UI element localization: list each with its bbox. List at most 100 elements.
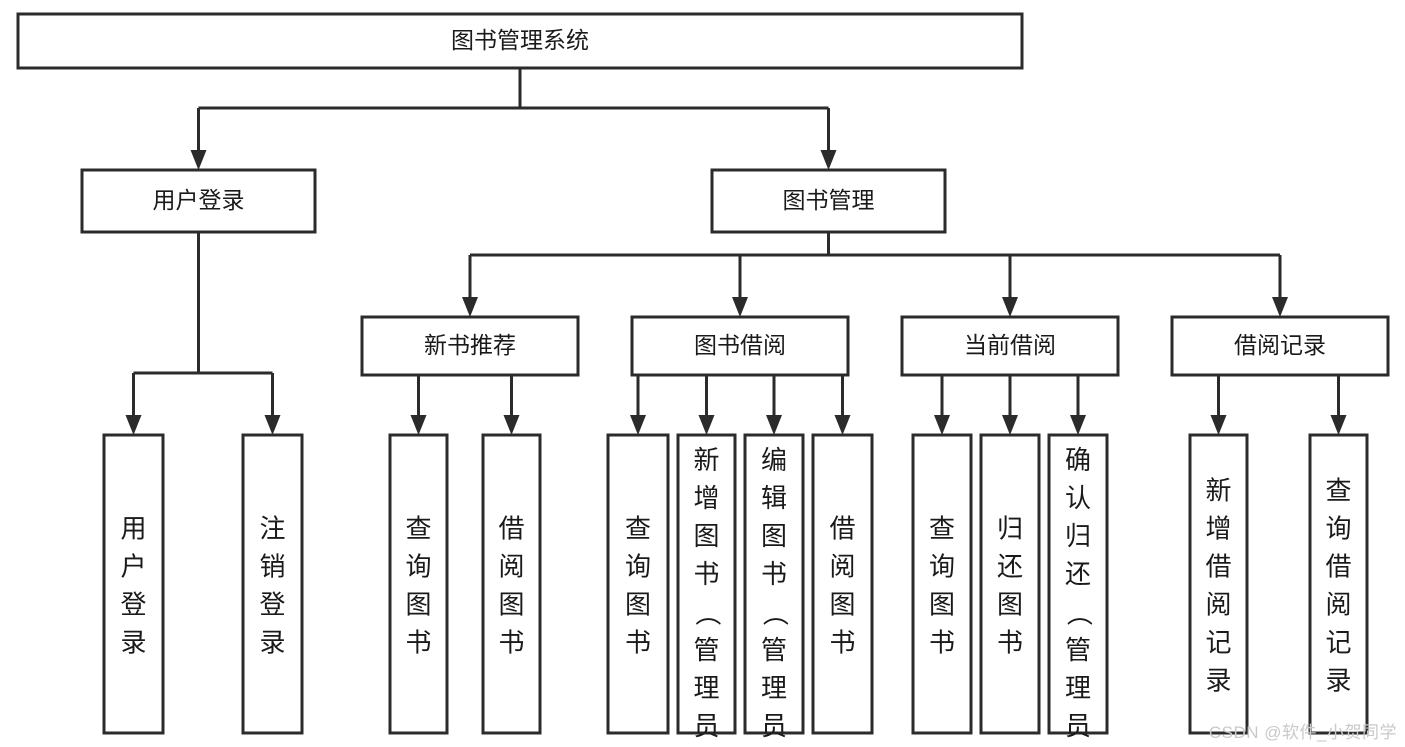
edge-group-bookmgmt xyxy=(462,232,1288,317)
node-label-char: 查 xyxy=(625,514,651,544)
node-label-char: 图 xyxy=(761,521,787,551)
node-label-char: 新 xyxy=(693,445,719,475)
node-label-char: 询 xyxy=(1325,514,1351,544)
node-label-char: 图 xyxy=(405,590,431,620)
node-box xyxy=(630,315,850,377)
node-login[interactable]: 用户登录 xyxy=(80,168,317,234)
node-label: 当前借阅 xyxy=(964,332,1056,358)
node-bookmgmt[interactable]: 图书管理 xyxy=(710,168,947,234)
node-label-char: 询 xyxy=(929,552,955,582)
node-label-char: 录 xyxy=(1325,666,1351,696)
edge-group-root xyxy=(190,68,837,170)
node-label-char: 图 xyxy=(929,590,955,620)
node-label-char: 录 xyxy=(259,628,285,658)
node-label-char: 书 xyxy=(693,559,719,589)
node-current[interactable]: 当前借阅 xyxy=(900,315,1120,377)
node-label: 用户登录 xyxy=(153,187,245,213)
node-label-char: 书 xyxy=(498,628,524,658)
edge-group-borrow xyxy=(630,371,851,435)
node-box xyxy=(811,433,874,735)
node-box xyxy=(710,168,947,234)
node-label-char: 登 xyxy=(120,590,146,620)
node-label-char: 书 xyxy=(405,628,431,658)
node-label: 图书借阅 xyxy=(694,332,786,358)
arrow-head-icon xyxy=(264,415,281,435)
arrow-head-icon xyxy=(1070,415,1086,435)
node-label-char: 查 xyxy=(405,514,431,544)
node-label-char: （ xyxy=(760,600,790,626)
node-box xyxy=(743,433,805,735)
node-label-char: 归 xyxy=(997,514,1023,544)
node-label-char: 图 xyxy=(625,590,651,620)
node-label-char: 查 xyxy=(1325,476,1351,506)
node-label-char: 员 xyxy=(1065,711,1091,741)
node-label-char: 录 xyxy=(120,628,146,658)
node-leaf-user-login[interactable]: 用户登录 xyxy=(102,433,165,735)
node-label-char: 记 xyxy=(1325,628,1351,658)
node-label-char: 记 xyxy=(1205,628,1231,658)
node-label-char: 户 xyxy=(120,552,146,582)
node-box xyxy=(979,433,1041,735)
node-label-char: 图 xyxy=(693,521,719,551)
arrow-head-icon xyxy=(1210,415,1227,435)
node-label-char: 还 xyxy=(1065,559,1091,589)
node-label-char: 编 xyxy=(761,445,787,475)
node-label-char: 认 xyxy=(1065,483,1091,513)
arrow-head-icon xyxy=(1002,415,1018,435)
node-box xyxy=(1170,315,1390,377)
edge-group-login xyxy=(125,232,281,435)
arrow-head-icon xyxy=(766,415,782,435)
node-label-char: 注 xyxy=(259,514,285,544)
node-box xyxy=(900,315,1120,377)
node-label: 新书推荐 xyxy=(424,332,516,358)
node-label-char: 辑 xyxy=(761,483,787,513)
node-label-char: 管 xyxy=(693,635,719,665)
node-label-char: 阅 xyxy=(498,552,524,582)
node-label-char: 书 xyxy=(761,559,787,589)
arrow-head-icon xyxy=(698,415,715,435)
node-label-char: 图 xyxy=(498,590,524,620)
node-label-char: 销 xyxy=(259,552,285,582)
node-label-char: 登 xyxy=(259,590,285,620)
node-box xyxy=(388,433,449,735)
node-label: 图书管理系统 xyxy=(451,27,589,53)
edge-group-record xyxy=(1210,371,1347,435)
node-box xyxy=(1047,433,1109,735)
node-box xyxy=(241,433,304,735)
node-box xyxy=(360,315,580,377)
edge-group-newbook xyxy=(410,371,520,435)
node-label-char: 管 xyxy=(761,635,787,665)
node-root[interactable]: 图书管理系统 xyxy=(16,12,1024,70)
node-box xyxy=(911,433,973,735)
node-record[interactable]: 借阅记录 xyxy=(1170,315,1390,377)
node-label-char: 图 xyxy=(997,590,1023,620)
node-label-char: 管 xyxy=(1065,635,1091,665)
node-label-char: 阅 xyxy=(829,552,855,582)
node-label-char: 确 xyxy=(1065,445,1091,475)
node-label-char: 理 xyxy=(761,673,787,703)
node-label-char: 增 xyxy=(693,483,719,513)
arrow-head-icon xyxy=(1330,415,1347,435)
node-label-char: 书 xyxy=(997,628,1023,658)
node-label: 借阅记录 xyxy=(1234,332,1326,358)
node-label: 图书管理 xyxy=(783,187,875,213)
node-borrow[interactable]: 图书借阅 xyxy=(630,315,850,377)
arrow-head-icon xyxy=(503,415,520,435)
arrow-head-icon xyxy=(410,415,427,435)
node-newbook[interactable]: 新书推荐 xyxy=(360,315,580,377)
node-box xyxy=(80,168,317,234)
